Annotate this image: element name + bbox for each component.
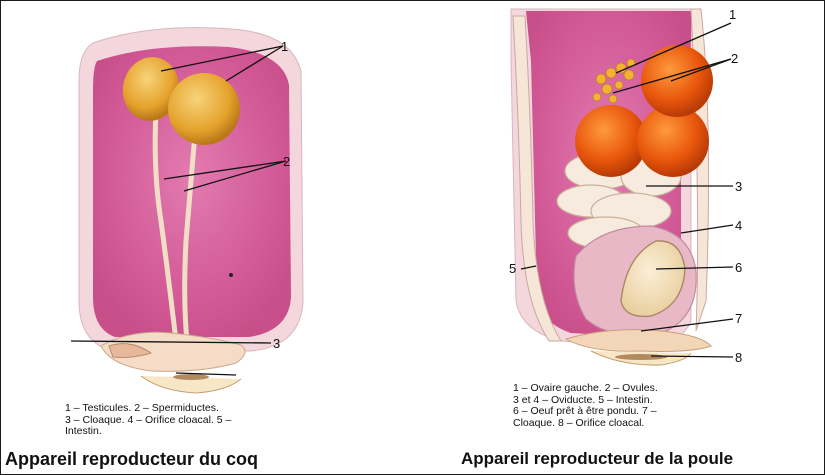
rooster-dot — [229, 273, 233, 277]
rooster-diagram: 1 2 3 — [71, 28, 303, 393]
ovule-3 — [641, 45, 713, 117]
rooster-callout-3: 3 — [273, 336, 280, 351]
testicle-right — [168, 73, 240, 145]
hen-callout-1: 1 — [729, 7, 736, 22]
hen-callout-5: 5 — [509, 261, 516, 276]
rooster-legend: 1 – Testicules. 2 – Spermiductes. 3 – Cl… — [65, 403, 325, 438]
hen-title: Appareil reproducteur de la poule — [461, 449, 733, 469]
rooster-callout-2: 2 — [283, 154, 290, 169]
hen-legend: 1 – Ovaire gauche. 2 – Ovules. 3 et 4 – … — [513, 383, 763, 429]
hen-callout-3: 3 — [735, 179, 742, 194]
hen-diagram: 1 2 3 4 5 6 7 8 — [509, 7, 742, 365]
hen-callout-7: 7 — [735, 311, 742, 326]
rooster-vent-opening — [173, 374, 209, 380]
hen-callout-8: 8 — [735, 350, 742, 365]
hen-callout-6: 6 — [735, 260, 742, 275]
rooster-title: Appareil reproducteur du coq — [5, 449, 258, 470]
hen-vent-opening — [615, 354, 667, 360]
rooster-callout-1: 1 — [281, 39, 288, 54]
hen-callout-4: 4 — [735, 218, 742, 233]
hen-callout-2: 2 — [731, 51, 738, 66]
ovule-1 — [575, 105, 647, 177]
